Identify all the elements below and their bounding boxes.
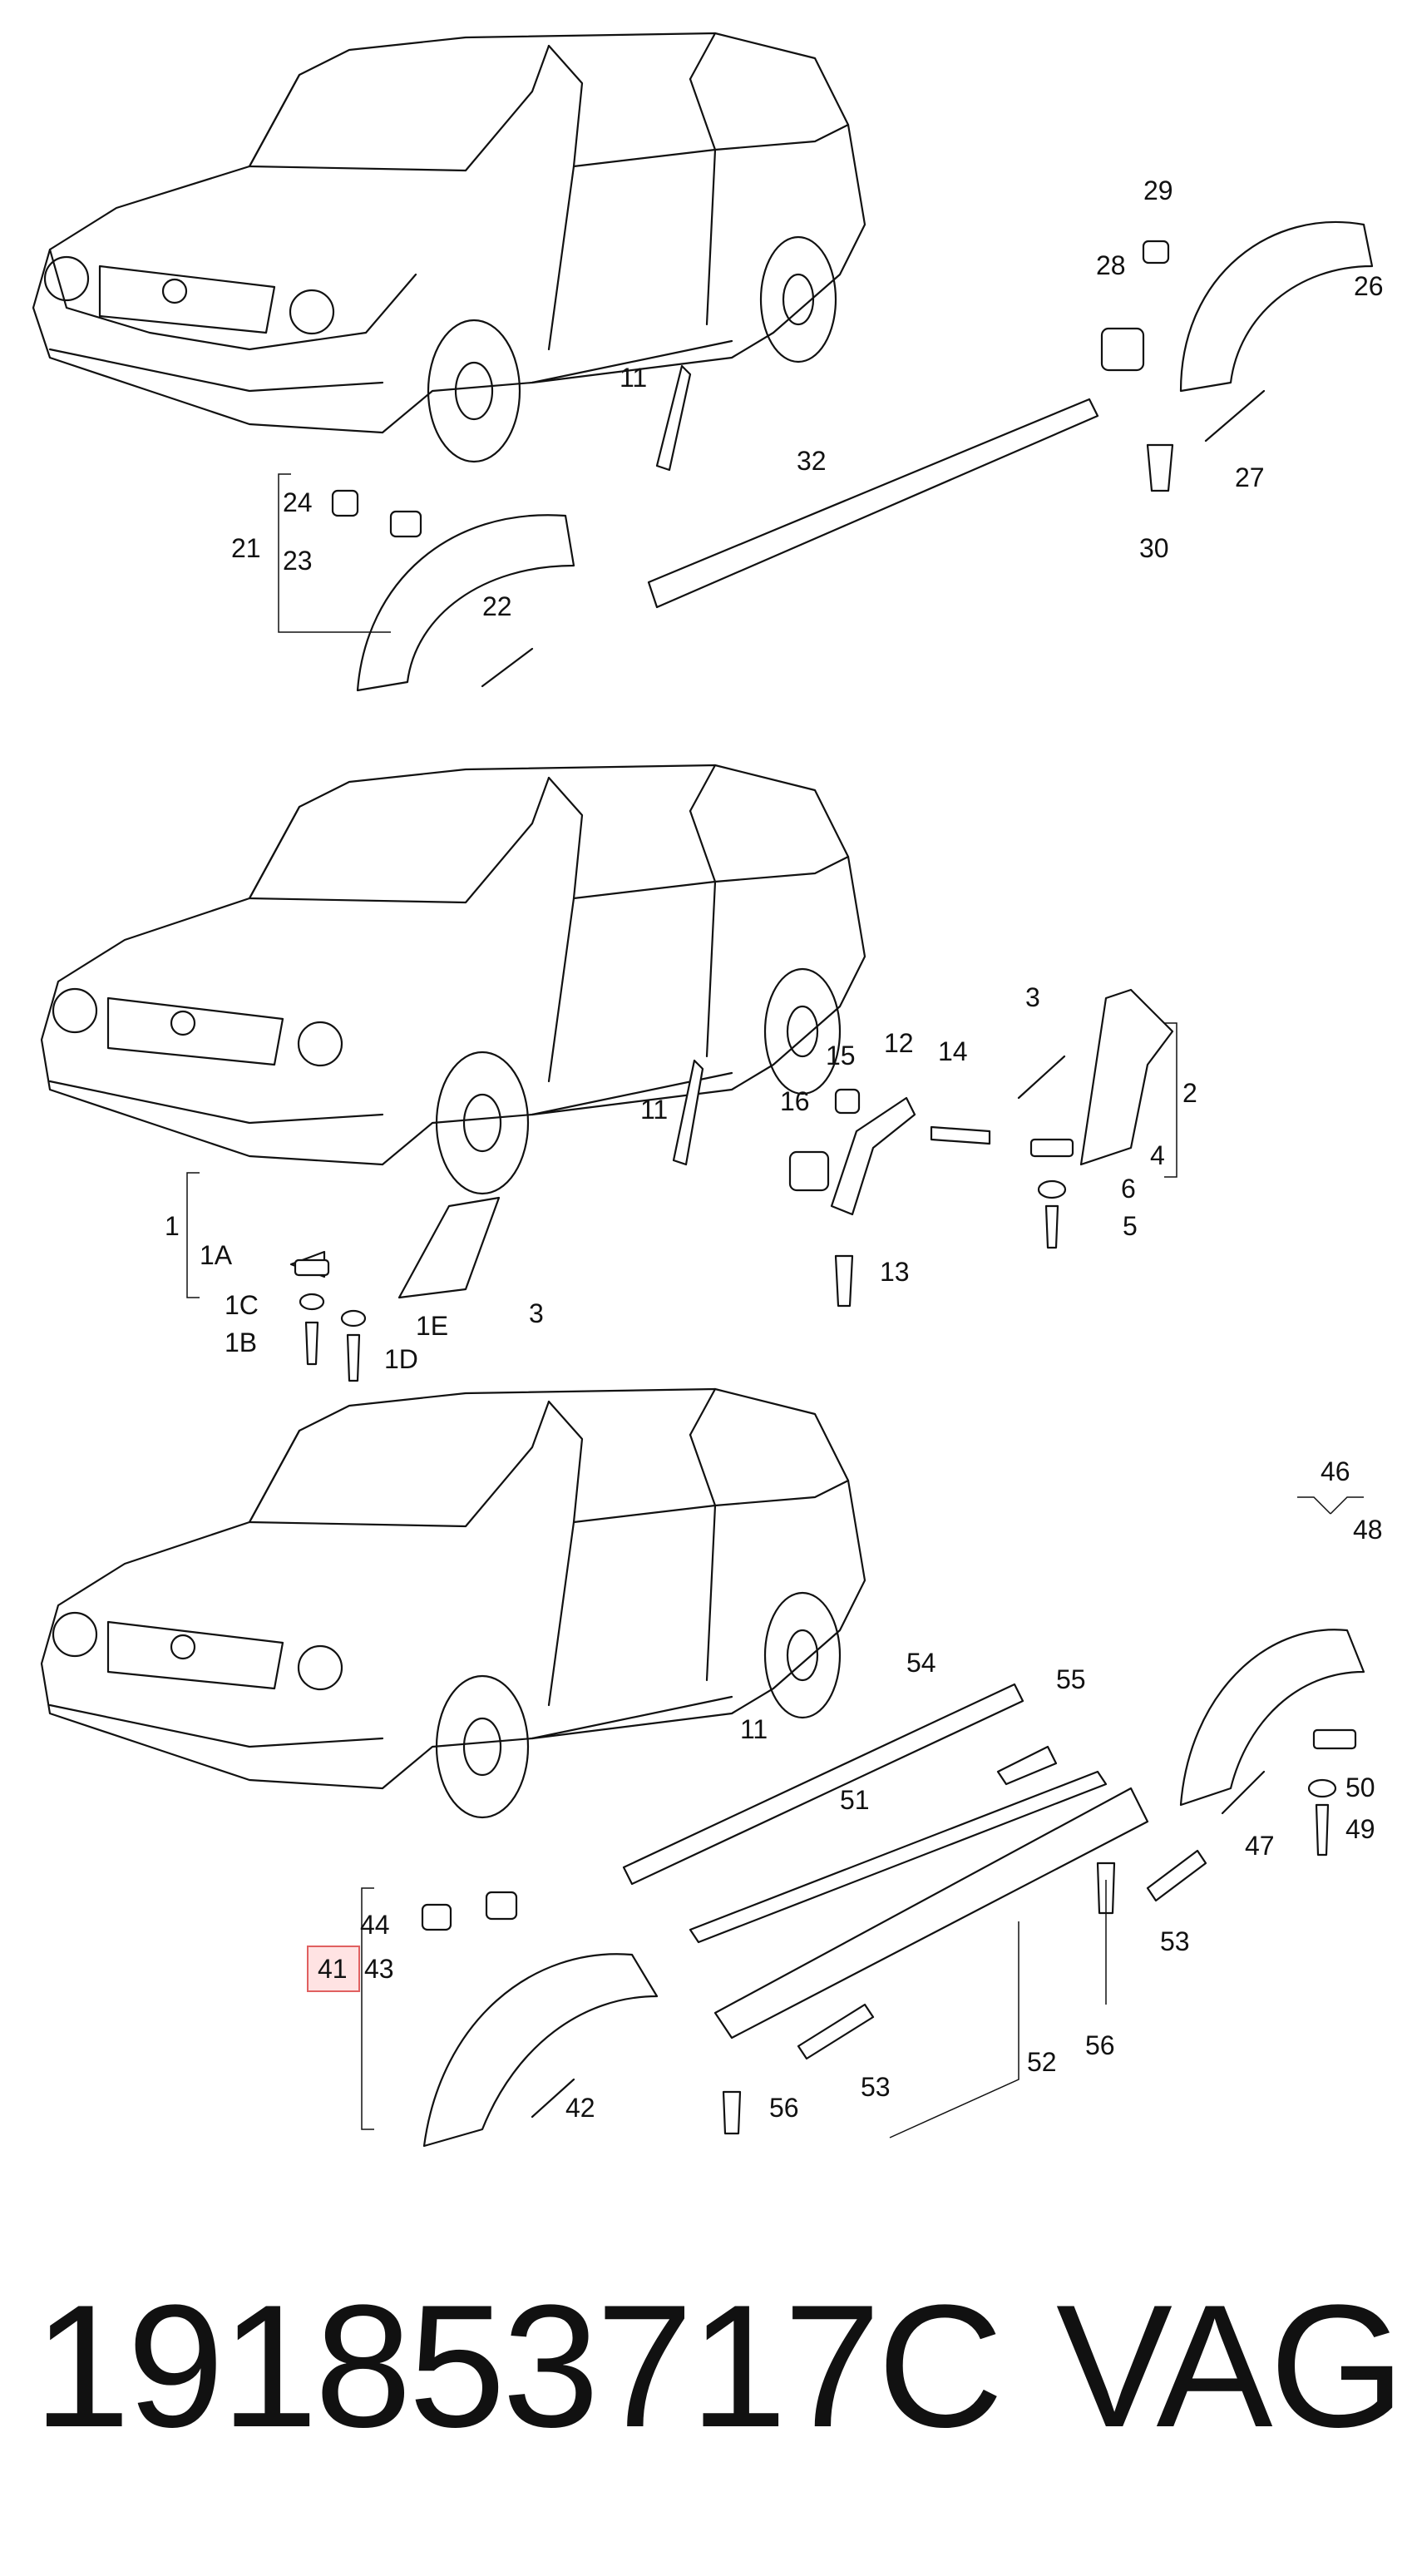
callout-43: 43 [364, 1954, 394, 1984]
callout-50: 50 [1345, 1773, 1375, 1802]
callout-27: 27 [1235, 462, 1265, 492]
car-illustration-top [32, 32, 866, 463]
car-illustration-middle [40, 764, 866, 1195]
callout-47: 47 [1245, 1831, 1275, 1861]
callout-26: 26 [1354, 271, 1384, 301]
callout-24: 24 [283, 487, 313, 517]
callout-1C: 1C [225, 1290, 259, 1320]
callout-48: 48 [1353, 1515, 1383, 1545]
callout-29: 29 [1143, 176, 1173, 205]
callout-53-right: 53 [1160, 1926, 1190, 1956]
callout-28: 28 [1096, 250, 1126, 280]
callout-49: 49 [1345, 1814, 1375, 1844]
parts-group-1 [278, 220, 1374, 692]
callout-32: 32 [797, 446, 827, 476]
callout-3-right: 3 [1025, 982, 1040, 1012]
parts-group-3 [361, 1496, 1365, 2148]
parts-diagram: 29 28 26 27 30 32 11 24 21 23 22 3 2 12 … [32, 32, 1384, 2148]
brand-name: VAG [1056, 2268, 1405, 2464]
parts-group-2 [186, 988, 1177, 1382]
callout-1B: 1B [225, 1328, 257, 1357]
callout-11-bottom: 11 [740, 1714, 768, 1744]
callout-1: 1 [165, 1211, 180, 1241]
callout-21: 21 [231, 533, 261, 563]
callout-44: 44 [360, 1910, 390, 1940]
callout-12: 12 [884, 1028, 914, 1058]
callout-42: 42 [565, 2093, 595, 2123]
car-illustration-bottom [40, 1387, 866, 1819]
callout-4: 4 [1150, 1140, 1165, 1170]
callout-53-left: 53 [861, 2072, 891, 2102]
callout-41: 41 [318, 1954, 348, 1984]
callout-54: 54 [906, 1648, 936, 1678]
callout-55: 55 [1056, 1664, 1086, 1694]
callout-labels: 29 28 26 27 30 32 11 24 21 23 22 3 2 12 … [165, 176, 1384, 2123]
callout-56-left: 56 [769, 2093, 799, 2123]
callout-14: 14 [938, 1036, 968, 1066]
part-number: 191853717C [33, 2268, 1004, 2464]
callout-11-middle: 11 [640, 1095, 668, 1125]
callout-3-left: 3 [529, 1298, 544, 1328]
callout-5: 5 [1123, 1211, 1138, 1241]
callout-52: 52 [1027, 2047, 1057, 2077]
callout-2: 2 [1182, 1078, 1197, 1108]
highlight-box-41 [307, 1946, 360, 1992]
callout-46: 46 [1321, 1456, 1350, 1486]
callout-13: 13 [880, 1257, 910, 1287]
callout-51: 51 [840, 1785, 870, 1815]
callout-6: 6 [1121, 1174, 1136, 1204]
callout-30: 30 [1139, 533, 1169, 563]
callout-22: 22 [482, 591, 512, 621]
callout-23: 23 [283, 546, 313, 576]
callout-15: 15 [826, 1041, 856, 1070]
callout-1E: 1E [416, 1311, 448, 1341]
callout-11-top: 11 [620, 363, 647, 393]
callout-1D: 1D [384, 1344, 418, 1374]
callout-1A: 1A [200, 1240, 233, 1270]
callout-56-right: 56 [1085, 2030, 1115, 2060]
callout-16: 16 [780, 1086, 810, 1116]
